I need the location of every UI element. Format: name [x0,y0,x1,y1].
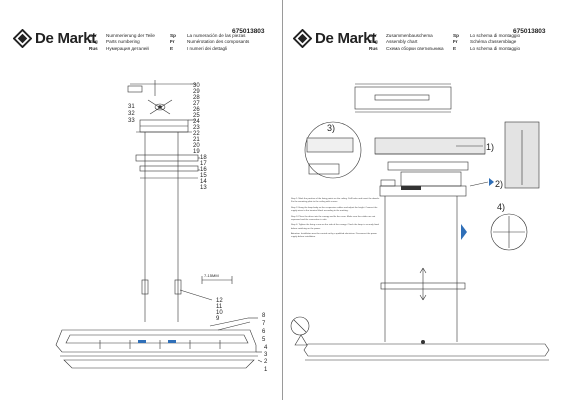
part-number: 15 [200,173,207,179]
part-number: 29 [193,89,200,95]
instruction-paragraph: Step 4: Tighten the fixing screw on the … [291,224,379,230]
step-label: 1) [486,142,494,152]
parts-exploded-drawing: 30 29 28 27 26 25 24 23 22 21 20 19 31 3… [55,80,268,373]
part-number: 32 [128,111,135,117]
part-number: 13 [200,185,207,191]
part-number: 3 [264,352,268,358]
brand-logo: De Markt [293,29,376,48]
installation-instructions: Step 1: Mark the position of the fixing … [291,198,381,242]
part-number: 2 [264,359,268,365]
step-label: 3) [327,123,335,133]
instruction-paragraph: Step 2: Hang the lamp body on the suspen… [291,206,378,212]
part-number: 25 [193,113,200,119]
part-number: 17 [200,161,207,167]
part-number: 22 [193,131,200,137]
part-number: 12 [216,298,223,304]
part-number: 27 [193,101,200,107]
part-number: 21 [193,137,200,143]
page-divider [282,0,283,400]
part-number: 7 [262,321,266,327]
product-code: 675013803 [513,28,546,35]
part-number: 30 [193,83,200,89]
part-number: 5 [262,337,266,343]
brand-name: De Markt [35,30,96,47]
brand-name: De Markt [315,30,376,47]
part-number: 20 [193,143,200,149]
part-number: 33 [128,118,135,124]
step-label: 2) [495,179,503,189]
part-number: 14 [200,179,207,185]
part-number: 4 [264,345,268,351]
part-number: 16 [200,167,207,173]
part-number: 24 [193,119,200,125]
part-number: 9 [216,316,220,322]
part-number: 6 [262,329,266,335]
part-number: 31 [128,104,135,110]
product-code: 675013803 [232,28,265,35]
brand-mark-icon [13,29,32,48]
instruction-paragraph: Attention: Installation must be carried … [291,233,377,239]
instruction-paragraph: Step 1: Mark the position of the fixing … [291,198,380,204]
part-number: 10 [216,310,223,316]
instruction-paragraph: Step 3: Place the driver into the canopy… [291,215,376,221]
part-number: 19 [193,149,200,155]
assembly-drawing: 1) 2) 3) 4) [290,83,550,361]
part-number: 11 [216,304,223,310]
part-number: 23 [193,125,200,131]
brand-logo: De Markt [13,29,96,48]
part-number: 28 [193,95,200,101]
step-label: 4) [497,202,505,212]
part-number: 1 [264,367,268,373]
dimension-label: 7-15MM [204,273,219,278]
part-number: 26 [193,107,200,113]
part-number: 8 [262,313,266,319]
part-number: 18 [200,155,207,161]
brand-mark-icon [293,29,312,48]
